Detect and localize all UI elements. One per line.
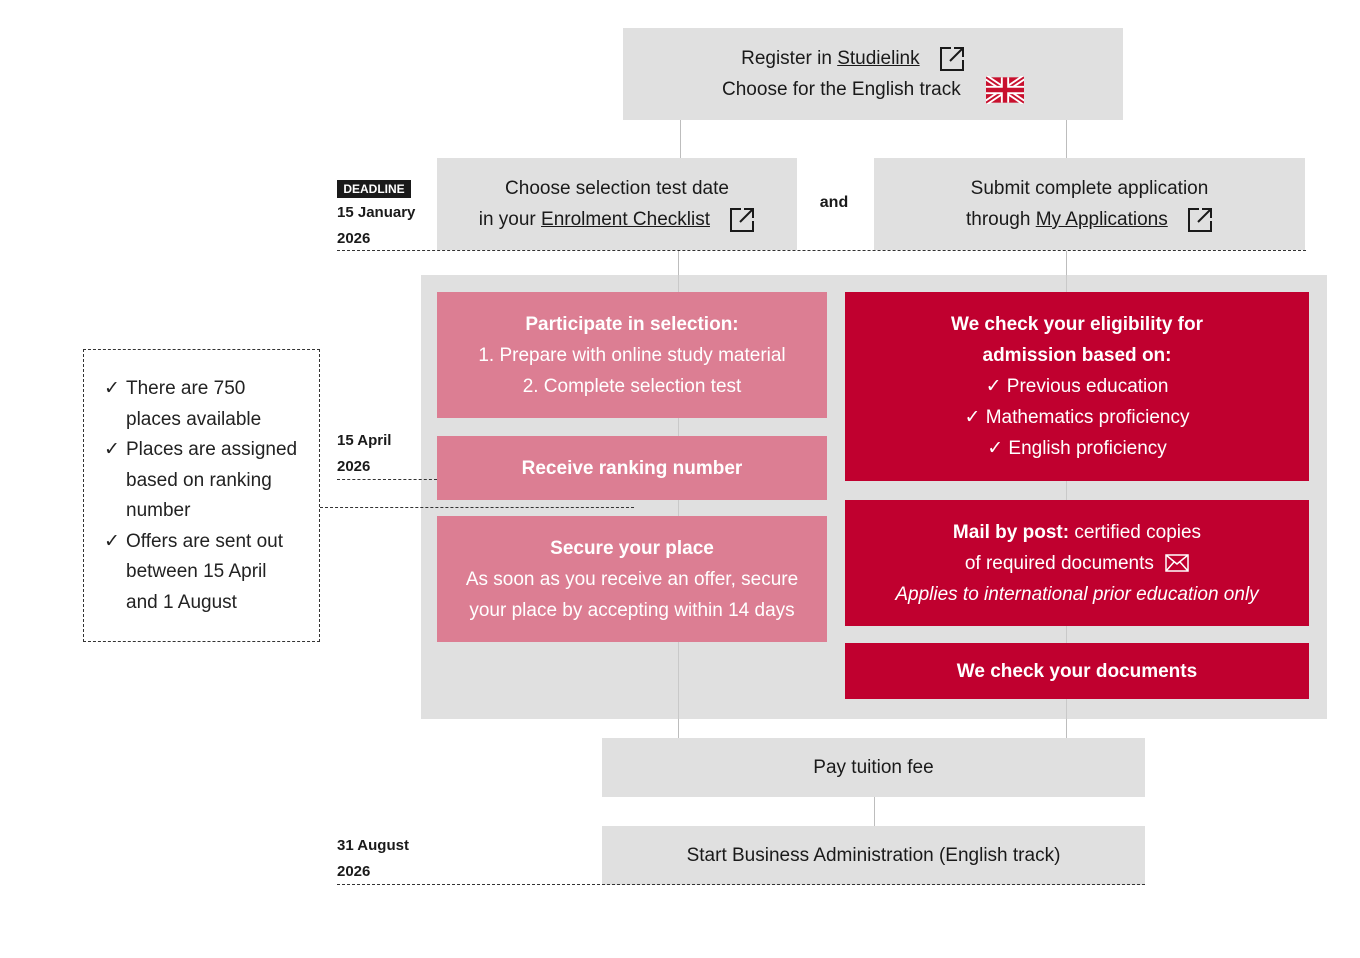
choose-test-line1: Choose selection test date	[505, 178, 729, 199]
check-docs-label: We check your documents	[956, 660, 1198, 682]
april-date-line2: 2026	[337, 458, 371, 475]
start-label: Start Business Administration (English t…	[686, 845, 1061, 866]
sidebar-text: number	[126, 500, 191, 521]
eligibility-title2: admission based on:	[982, 345, 1172, 366]
external-link-icon[interactable]	[939, 46, 965, 72]
eligibility-box: We check your eligibility for admission …	[845, 292, 1309, 481]
participate-title: Participate in selection:	[525, 313, 739, 335]
my-applications-link[interactable]: My Applications	[1035, 209, 1168, 230]
deadline-date-line2: 2026	[337, 230, 371, 247]
choose-test-box: Choose selection test date in your Enrol…	[437, 158, 797, 250]
august-dashed-line	[337, 884, 1145, 885]
secure-line1: As soon as you receive an offer, secure	[465, 568, 799, 590]
external-link-icon[interactable]	[1187, 207, 1213, 233]
sidebar-text: Places are assigned	[126, 439, 298, 460]
mail-box: Mail by post: certified copies of requir…	[845, 500, 1309, 626]
eligibility-item: ✓ Mathematics proficiency	[965, 402, 1190, 433]
secure-title: Secure your place	[550, 537, 714, 559]
check-icon: ✓	[104, 530, 120, 552]
sidebar-text: and 1 August	[126, 591, 237, 613]
register-box: Register in Studielink Choose for the En…	[623, 28, 1123, 120]
sidebar-item: ✓ Offers are sent out between 15 April a…	[104, 527, 319, 619]
check-docs-box: We check your documents	[845, 643, 1309, 699]
secure-line2: your place by accepting within 14 days	[469, 599, 795, 621]
check-icon: ✓	[964, 407, 981, 428]
external-link-icon[interactable]	[729, 207, 755, 233]
april-dashed-line	[337, 479, 437, 480]
enrolment-checklist-link[interactable]: Enrolment Checklist	[541, 209, 710, 230]
april-date: 15 April 2026	[337, 428, 391, 480]
submit-prefix: through	[965, 209, 1036, 230]
sidebar-text: based on ranking	[126, 469, 272, 491]
eligibility-item: ✓ Previous education	[986, 371, 1169, 402]
participate-box: Participate in selection: 1. Prepare wit…	[437, 292, 827, 418]
panel-line-right	[1066, 275, 1067, 719]
mail-bold: Mail by post:	[952, 521, 1070, 543]
connector-line-left-top	[680, 120, 681, 158]
mail-rest: certified copies	[1069, 521, 1202, 543]
start-box: Start Business Administration (English t…	[602, 826, 1145, 885]
sidebar-text: There are 750	[126, 378, 246, 399]
eligibility-item-label: Previous education	[1006, 376, 1169, 397]
ranking-label: Receive ranking number	[521, 457, 743, 479]
submit-line1: Submit complete application	[970, 178, 1209, 199]
deadline-date: 15 January 2026	[337, 200, 415, 252]
sidebar-text: Offers are sent out	[126, 530, 284, 552]
sidebar-item: ✓ There are 750 places available	[104, 374, 319, 435]
april-date-line1: 15 April	[337, 432, 392, 449]
sidebar-connector-line	[320, 507, 634, 508]
english-track-text: Choose for the English track	[722, 79, 961, 100]
pay-box: Pay tuition fee	[602, 738, 1145, 797]
august-date: 31 August 2026	[337, 833, 409, 885]
sidebar-text: between 15 April	[126, 561, 267, 582]
mail-line2: of required documents	[964, 552, 1154, 574]
sidebar-text: places available	[126, 408, 262, 430]
participate-item1: 1. Prepare with online study material	[478, 344, 786, 366]
sidebar-item: ✓ Places are assigned based on ranking n…	[104, 435, 319, 527]
secure-box: Secure your place As soon as you receive…	[437, 516, 827, 642]
uk-flag-icon	[985, 75, 1024, 104]
eligibility-item-label: Mathematics proficiency	[985, 407, 1190, 428]
eligibility-title1: We check your eligibility for	[951, 314, 1203, 335]
ranking-box: Receive ranking number	[437, 436, 827, 500]
check-icon: ✓	[104, 439, 120, 460]
mail-line3: Applies to international prior education…	[895, 583, 1259, 605]
deadline-dashed-line	[337, 250, 1306, 251]
register-text: Register in	[741, 48, 838, 69]
submit-box: Submit complete application through My A…	[874, 158, 1305, 250]
connector-line-bottom	[874, 797, 875, 826]
eligibility-item-label: English proficiency	[1008, 438, 1167, 459]
studielink-link[interactable]: Studielink	[837, 48, 920, 69]
connector-line-right-top	[1066, 120, 1067, 158]
check-icon: ✓	[104, 378, 120, 399]
participate-item2: 2. Complete selection test	[522, 375, 742, 397]
and-connector: and	[819, 194, 849, 211]
august-date-line1: 31 August	[337, 837, 409, 854]
choose-test-prefix: in your	[478, 209, 542, 230]
august-date-line2: 2026	[337, 863, 371, 880]
deadline-badge: DEADLINE	[337, 180, 411, 198]
pay-label: Pay tuition fee	[813, 757, 934, 778]
check-icon: ✓	[987, 438, 1004, 459]
envelope-icon	[1165, 554, 1189, 573]
info-sidebar: ✓ There are 750 places available ✓ Place…	[83, 349, 320, 642]
deadline-date-line1: 15 January	[337, 204, 416, 221]
check-icon: ✓	[985, 376, 1002, 397]
eligibility-item: ✓ English proficiency	[987, 433, 1167, 464]
